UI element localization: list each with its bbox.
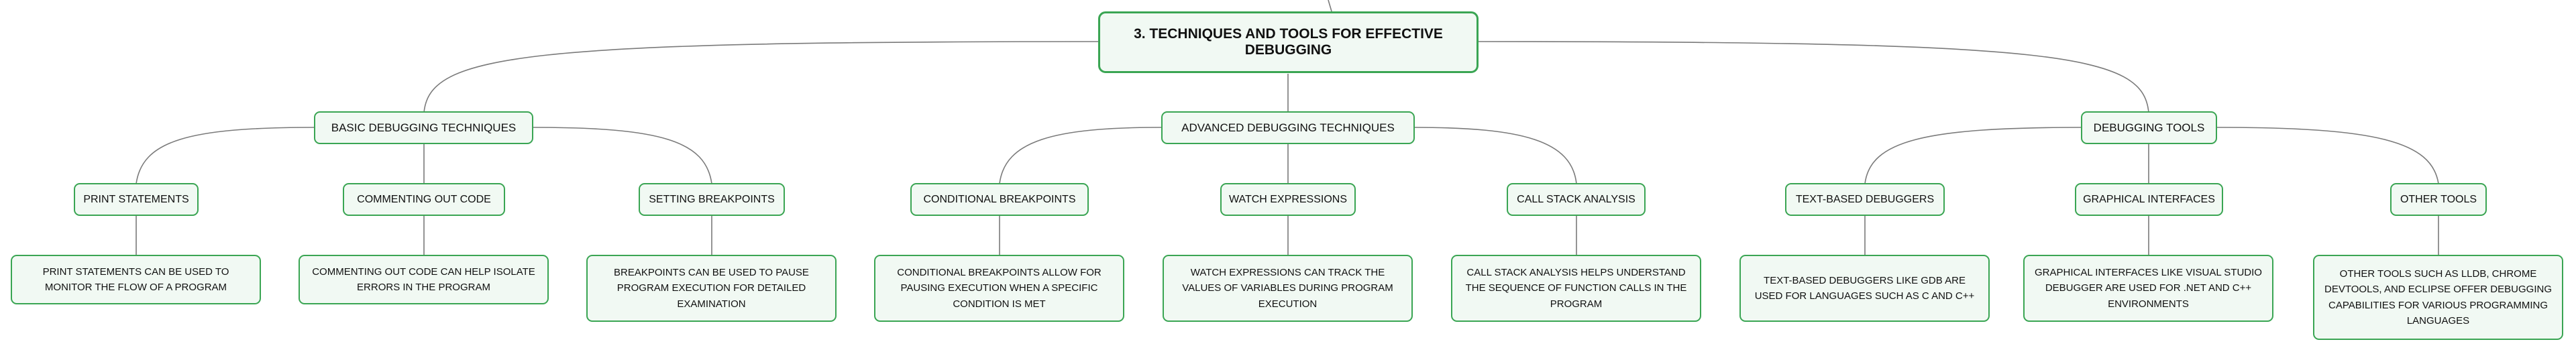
topic-print-statements: PRINT STATEMENTS xyxy=(74,183,199,216)
branch-debugging-tools: DEBUGGING TOOLS xyxy=(2081,111,2217,144)
edge-tools-text xyxy=(1864,127,2082,184)
detail-commenting-out-code: COMMENTING OUT CODE CAN HELP ISOLATE ERR… xyxy=(299,255,549,304)
edge-basic-breakpoints xyxy=(533,127,712,184)
topic-watch-expressions: WATCH EXPRESSIONS xyxy=(1220,183,1356,216)
edge-basic-print xyxy=(136,127,315,184)
detail-watch-expressions: WATCH EXPRESSIONS CAN TRACK THE VALUES O… xyxy=(1163,255,1413,322)
branch-basic-debugging-techniques: BASIC DEBUGGING TECHNIQUES xyxy=(314,111,533,144)
topic-call-stack-analysis: CALL STACK ANALYSIS xyxy=(1507,183,1646,216)
topic-graphical-interfaces: GRAPHICAL INTERFACES xyxy=(2075,183,2223,216)
topic-conditional-breakpoints: CONDITIONAL BREAKPOINTS xyxy=(910,183,1089,216)
topic-text-based-debuggers: TEXT-BASED DEBUGGERS xyxy=(1785,183,1945,216)
edge-root-tools xyxy=(1477,41,2149,113)
topic-other-tools: OTHER TOOLS xyxy=(2390,183,2487,216)
branch-advanced-debugging-techniques: ADVANCED DEBUGGING TECHNIQUES xyxy=(1161,111,1415,144)
topic-setting-breakpoints: SETTING BREAKPOINTS xyxy=(639,183,785,216)
detail-print-statements: PRINT STATEMENTS CAN BE USED TO MONITOR … xyxy=(11,255,261,304)
edge-advanced-conditional xyxy=(999,127,1162,184)
detail-text-based-debuggers: TEXT-BASED DEBUGGERS LIKE GDB ARE USED F… xyxy=(1739,255,1990,322)
detail-graphical-interfaces: GRAPHICAL INTERFACES LIKE VISUAL STUDIO … xyxy=(2023,255,2273,322)
detail-other-tools: OTHER TOOLS SUCH AS LLDB, CHROME DEVTOOL… xyxy=(2313,255,2563,340)
edge-root-top xyxy=(1328,0,1332,12)
edge-root-basic xyxy=(423,41,1099,113)
root-node: 3. TECHNIQUES AND TOOLS FOR EFFECTIVE DE… xyxy=(1098,11,1479,73)
edge-advanced-callstack xyxy=(1414,127,1577,184)
edge-tools-other xyxy=(2216,127,2439,184)
detail-conditional-breakpoints: CONDITIONAL BREAKPOINTS ALLOW FOR PAUSIN… xyxy=(874,255,1124,322)
detail-setting-breakpoints: BREAKPOINTS CAN BE USED TO PAUSE PROGRAM… xyxy=(586,255,837,322)
detail-call-stack-analysis: CALL STACK ANALYSIS HELPS UNDERSTAND THE… xyxy=(1451,255,1701,322)
topic-commenting-out-code: COMMENTING OUT CODE xyxy=(343,183,505,216)
